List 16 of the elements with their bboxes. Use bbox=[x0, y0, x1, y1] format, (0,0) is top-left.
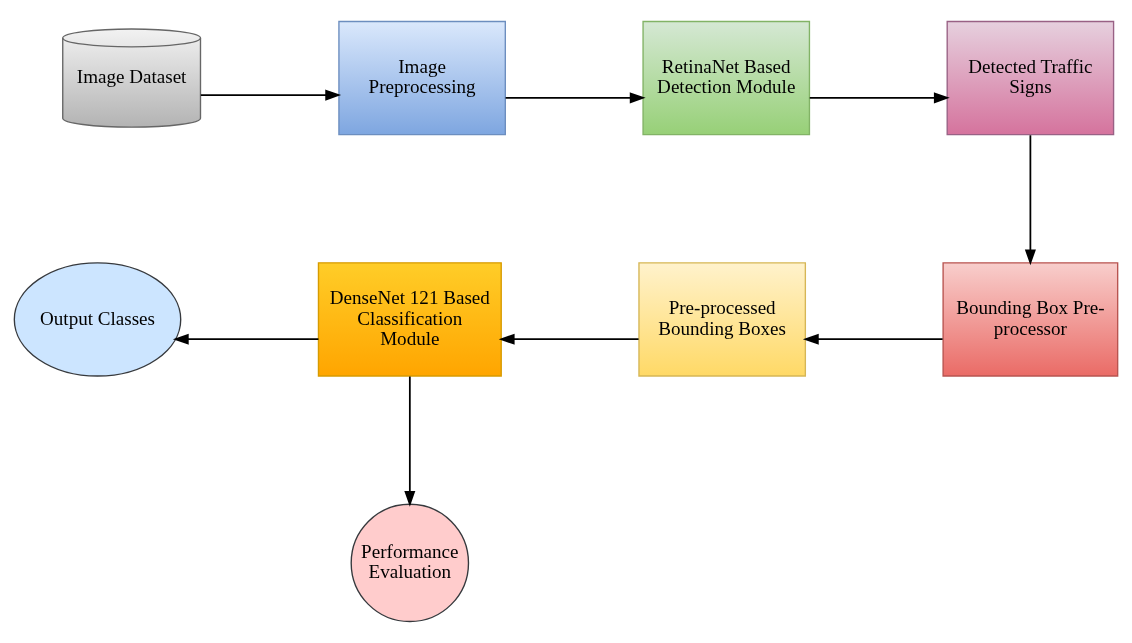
node-box: Pre-processed Bounding Boxes bbox=[638, 262, 807, 377]
arrow bbox=[504, 92, 646, 104]
arrow bbox=[404, 375, 416, 507]
arrow bbox=[498, 333, 640, 345]
node-box: Image Preprocessing bbox=[338, 20, 506, 136]
node-box: Bounding Box Pre-processor bbox=[942, 262, 1119, 377]
arrow bbox=[199, 89, 342, 101]
node-box: RetinaNet Based Detection Module bbox=[642, 20, 811, 136]
node-box: DenseNet 121 Based Classification Module bbox=[317, 262, 502, 377]
node-box: Detected Traffic Signs bbox=[946, 20, 1115, 136]
arrow bbox=[808, 92, 950, 104]
node-ellipse: Output Classes bbox=[13, 262, 182, 377]
arrow bbox=[172, 333, 320, 345]
arrow bbox=[1024, 134, 1036, 266]
node-circle: Performance Evaluation bbox=[350, 503, 470, 623]
arrow bbox=[802, 333, 944, 345]
